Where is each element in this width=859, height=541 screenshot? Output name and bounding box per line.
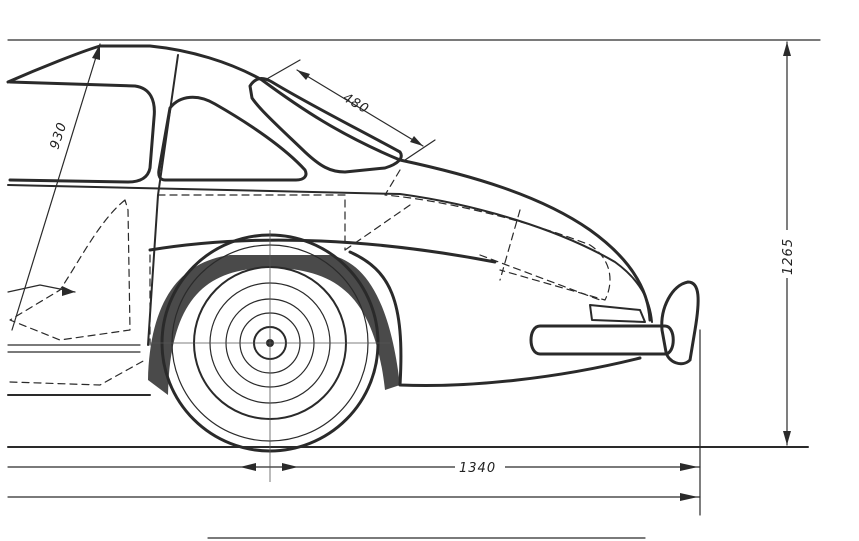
length-label-bg <box>455 458 505 476</box>
arrow-right <box>680 463 698 471</box>
hidden-line-sill <box>9 254 151 386</box>
arrow-glass-right <box>410 136 423 146</box>
height-label-bg <box>777 230 797 278</box>
beltline <box>7 184 653 323</box>
door-window <box>8 80 156 184</box>
arrow-down <box>783 431 791 445</box>
glass-ext-line-2 <box>404 139 436 161</box>
hidden-line-trunk <box>384 169 611 301</box>
arrow-diag-top <box>92 44 100 60</box>
glass-label: 480 <box>340 90 372 117</box>
rear-bumper <box>529 324 675 356</box>
glass-ext-line-1 <box>264 59 301 81</box>
arrow-up <box>783 42 791 56</box>
bumper-overrider <box>660 280 700 366</box>
glass-dimension-line <box>296 69 424 147</box>
length-label: 1340 <box>459 461 496 476</box>
left-edge-arrow <box>62 286 75 296</box>
hidden-line-bumper-mount <box>479 209 601 301</box>
arrow-glass-left <box>297 70 310 80</box>
arrow-left <box>240 463 256 471</box>
arrow-right-axle <box>282 463 298 471</box>
diagonal-dimension-line <box>11 43 101 331</box>
rear-fender-lower <box>348 250 642 388</box>
rear-wheel <box>150 230 390 482</box>
height-label: 1265 <box>781 238 796 275</box>
hidden-line-interior <box>9 199 131 341</box>
rear-glass <box>248 77 403 174</box>
rocker-panel <box>7 344 141 353</box>
rear-quarter-window <box>157 95 308 182</box>
rear-wheel-arch-lip <box>148 238 497 264</box>
bumper-bracket <box>589 304 646 323</box>
hidden-line-diag <box>344 204 411 251</box>
hidden-line-frame <box>157 194 346 251</box>
diagonal-label: 930 <box>48 120 71 151</box>
arrow-right-lower <box>680 493 698 501</box>
